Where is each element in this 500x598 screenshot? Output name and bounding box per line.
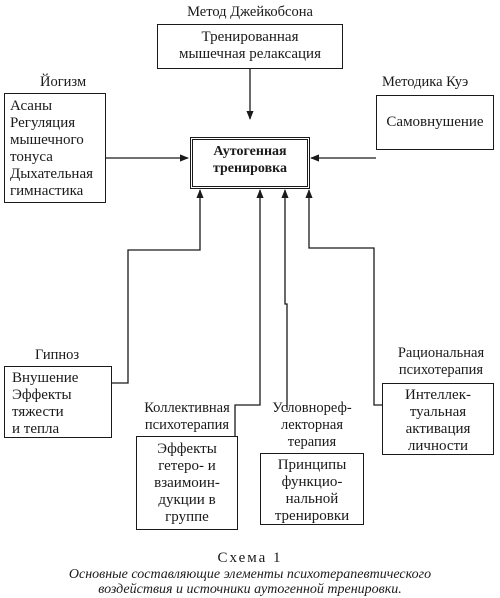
yoga-item: мышечного	[10, 132, 84, 148]
rational-label-line: Рациональная	[397, 345, 485, 361]
reflex-label-line: Условнореф-	[272, 400, 352, 416]
hypnosis-label: Гипноз	[35, 347, 80, 363]
jacobson-label: Метод Джейкобсона	[187, 4, 313, 20]
arrow-collective-to-center	[234, 189, 264, 436]
rational-item: Интеллек-	[405, 387, 471, 403]
hypnosis-item: и тепла	[12, 421, 60, 437]
collective-box: Эффекты гетеро- и взаимоин- дукции в гру…	[136, 436, 238, 530]
rational-item: туальная	[409, 404, 467, 420]
autogenic-training-title: Аутогенная	[213, 144, 287, 159]
hypnosis-item: тяжести	[12, 404, 64, 420]
reflex-item: нальной	[285, 491, 339, 507]
collective-item: гетеро- и	[158, 458, 216, 474]
autogenic-training-title: тренировка	[212, 161, 288, 176]
reflex-item: тренировки	[274, 508, 350, 524]
rational-box: Интеллек- туальная активация личности	[382, 383, 494, 455]
reflex-item: функцио-	[281, 474, 343, 490]
jacobson-box: Тренированная мышечная релаксация	[157, 24, 343, 69]
yoga-box: Асаны Регуляция мышечного тонуса Дыхател…	[4, 93, 106, 203]
yoga-label: Йогизм	[40, 74, 87, 90]
autogenic-training-box: Аутогенная тренировка	[190, 137, 310, 189]
collective-item: взаимоин-	[154, 475, 220, 491]
caption-line: Основные составляющие элементы психотера…	[68, 567, 432, 582]
yoga-item: Регуляция	[10, 115, 76, 131]
rational-label: Рациональная психотерапия	[386, 345, 496, 379]
reflex-item: Принципы	[277, 457, 347, 473]
yoga-item: тонуса	[10, 149, 53, 165]
hypnosis-item: Внушение	[12, 370, 79, 386]
collective-label-line: психотерапия	[144, 417, 230, 433]
reflex-label-line: лекторная	[280, 417, 344, 433]
arrow-reflex-to-center	[281, 189, 289, 410]
reflex-box: Принципы функцио- нальной тренировки	[260, 453, 364, 525]
coue-item: Самовнушение	[386, 114, 484, 130]
collective-item: группе	[165, 509, 209, 525]
caption-title: Схема 1	[217, 550, 283, 566]
rational-label-line: психотерапия	[398, 362, 484, 378]
arrow-hypnosis-to-center	[112, 189, 204, 384]
yoga-item: Асаны	[10, 98, 53, 114]
jacobson-item: мышечная релаксация	[179, 46, 321, 62]
rational-item: активация	[405, 421, 471, 437]
yoga-item: Дыхательная	[10, 166, 94, 182]
arrow-rational-to-center	[305, 189, 382, 406]
hypnosis-box: Внушение Эффекты тяжести и тепла	[4, 366, 112, 438]
caption-line: воздействия и источники аутогенной трени…	[98, 582, 402, 597]
collective-label: Коллективная психотерапия	[132, 400, 242, 434]
hypnosis-item: Эффекты	[12, 387, 72, 403]
coue-box: Самовнушение	[376, 95, 494, 150]
jacobson-item: Тренированная	[201, 29, 299, 45]
reflex-label-line: терапия	[287, 434, 337, 450]
yoga-item: гимнастика	[10, 183, 84, 199]
collective-label-line: Коллективная	[144, 400, 230, 416]
collective-item: Эффекты	[157, 441, 217, 457]
collective-item: дукции в	[158, 492, 216, 508]
reflex-label: Условнореф- лекторная терапия	[262, 400, 362, 451]
rational-item: личности	[407, 438, 469, 454]
coue-label: Методика Куэ	[382, 74, 469, 90]
